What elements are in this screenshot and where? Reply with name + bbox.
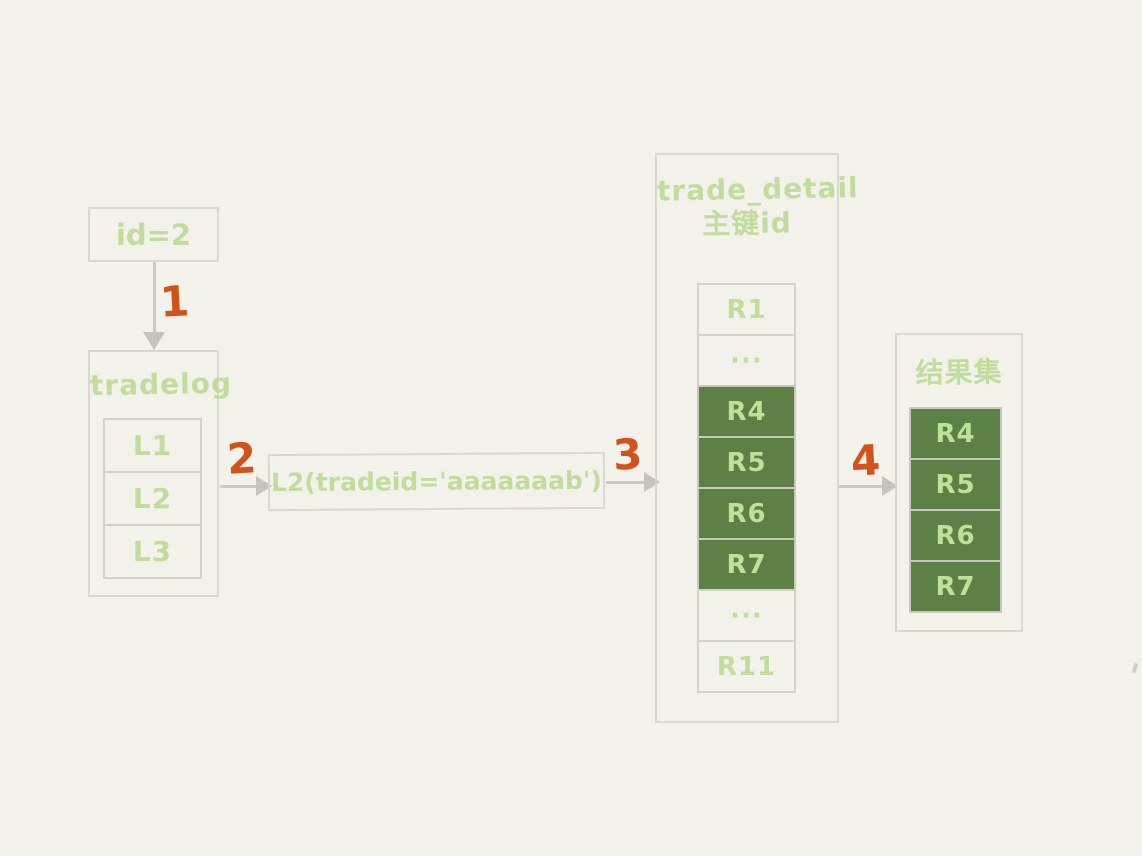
arrow-4-step-label: 4 [849,435,882,486]
row-cell: R11 [697,640,796,693]
arrow-3-line [606,481,647,484]
node-id-box: id=2 [88,207,219,262]
tradelog-title: tradelog [89,366,233,403]
row-cell: R6 [697,487,796,540]
trade-detail-title-line1: trade_detail [656,171,859,208]
row-cell: R5 [697,436,796,489]
trade-detail-title-line2: 主键id [701,206,793,241]
index-lookup-label: L2(tradeid='aaaaaaab') [270,465,603,498]
row-cell: L2 [103,471,202,526]
row-cell: L3 [103,524,202,579]
id-box-label: id=2 [115,217,192,252]
row-cell: L1 [103,418,202,473]
arrow-4-head [882,476,898,496]
row-cell: R4 [697,385,796,438]
row-cell: R6 [909,509,1002,562]
row-cell: ··· [697,334,796,387]
stray-pen-mark [1131,662,1139,674]
row-cell: R7 [697,538,796,591]
arrow-1-head [143,332,165,350]
arrow-4-line [839,485,885,488]
arrow-2-line [220,485,258,488]
row-cell: R1 [697,283,796,336]
row-cell: ··· [697,589,796,642]
arrow-2-step-label: 2 [225,433,258,484]
row-cell: R7 [909,560,1002,613]
row-cell: R5 [909,458,1002,511]
arrow-2-head [256,476,272,496]
arrow-1-step-label: 1 [158,276,191,327]
arrow-1-line [153,262,156,334]
arrow-3-step-label: 3 [611,429,644,480]
result-set-title: 结果集 [915,355,1003,390]
row-cell: R4 [909,407,1002,460]
node-index-lookup: L2(tradeid='aaaaaaab') [267,451,606,512]
